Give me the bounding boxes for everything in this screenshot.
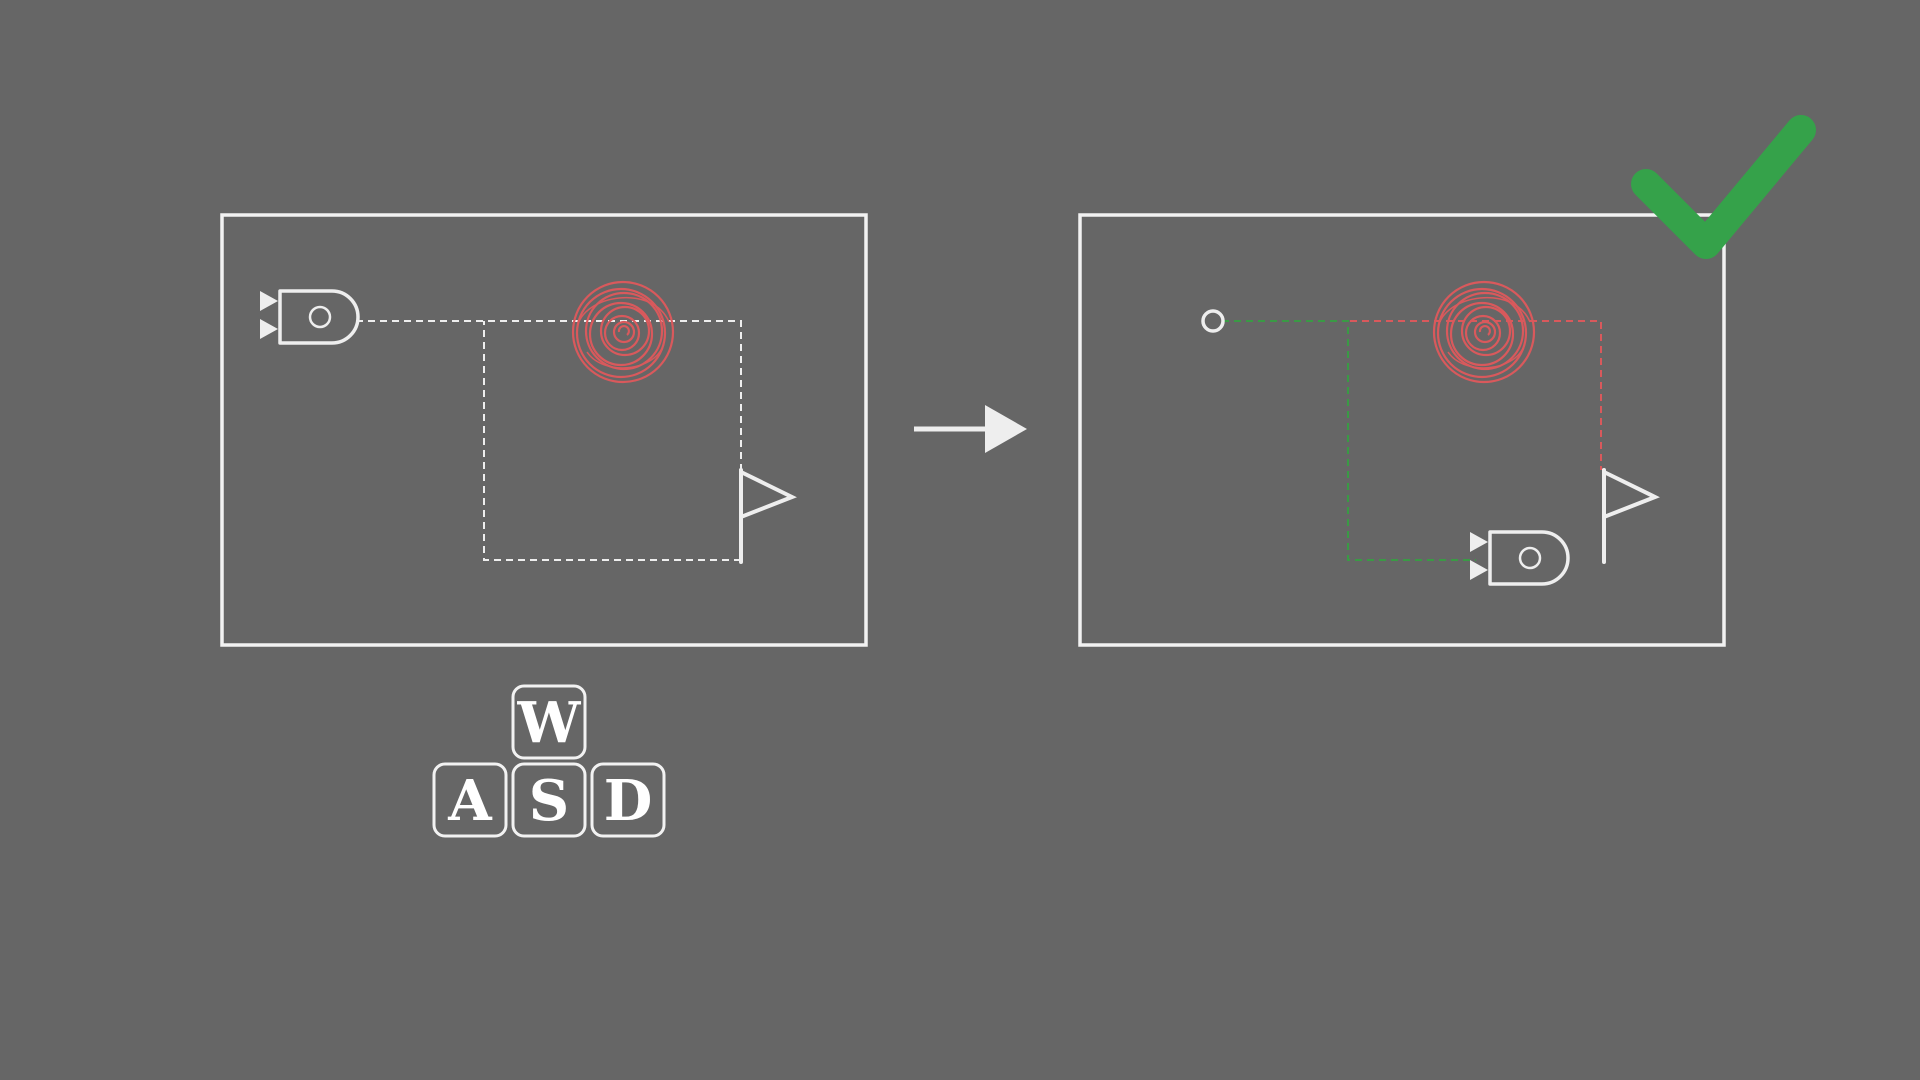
key-a: A <box>432 762 508 838</box>
key-w: W <box>511 684 587 760</box>
after-rejected-path <box>1350 320 1602 470</box>
key-w-label: W <box>517 690 582 756</box>
before-panel <box>220 213 868 647</box>
before-planned-path <box>356 320 742 561</box>
key-s: S <box>511 762 587 838</box>
checkmark-icon <box>1631 115 1816 259</box>
start-point-icon <box>1201 309 1225 333</box>
robot-icon <box>1470 530 1570 586</box>
key-a-label: A <box>447 768 493 834</box>
goal-flag-icon <box>739 468 797 564</box>
after-panel <box>1078 115 1816 647</box>
after-taken-path <box>1222 320 1476 561</box>
robot-icon <box>260 289 360 345</box>
after-frame <box>1078 213 1726 647</box>
key-s-label: S <box>529 768 569 834</box>
key-d: D <box>590 762 666 838</box>
spiral-hazard-icon <box>1432 280 1536 384</box>
right-arrow-icon <box>914 405 1027 453</box>
key-d-label: D <box>604 768 653 834</box>
before-frame <box>220 213 868 647</box>
goal-flag-icon <box>1602 468 1660 564</box>
spiral-hazard-icon <box>571 280 675 384</box>
wasd-keys: W A S D <box>432 684 666 838</box>
